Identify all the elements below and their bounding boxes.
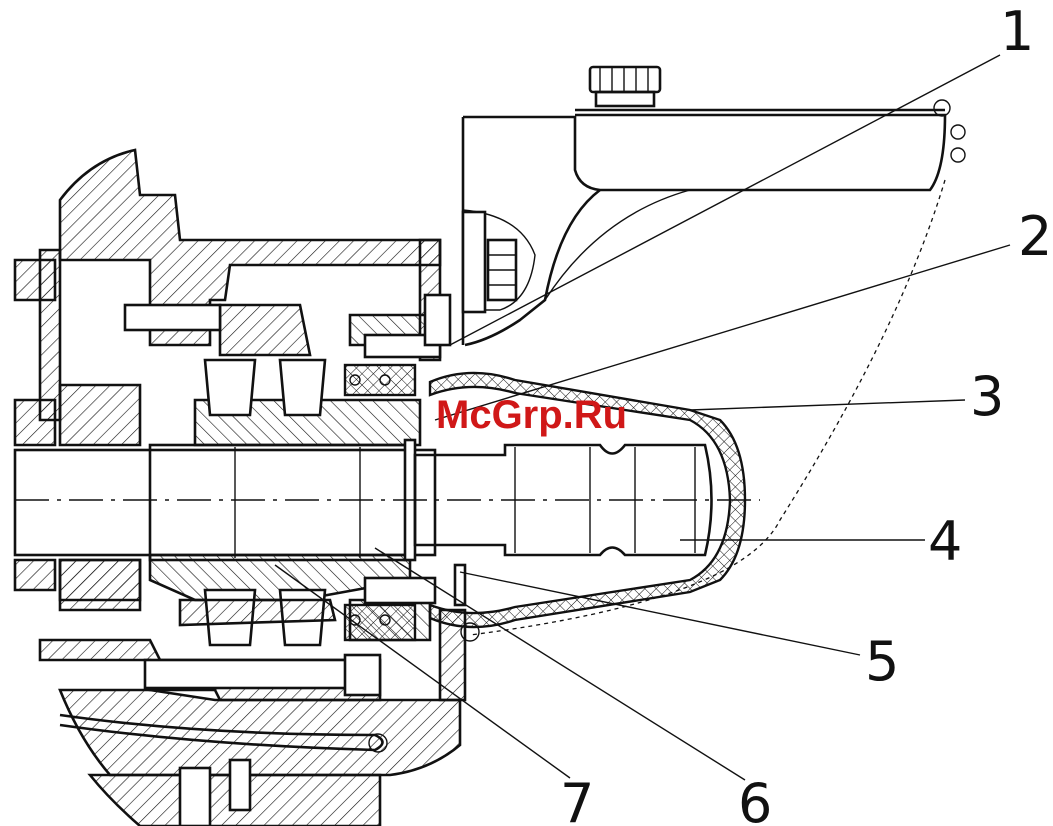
upper-guard — [463, 67, 965, 635]
bearing-hub — [60, 385, 420, 600]
callout-7: 7 — [560, 772, 594, 826]
callout-6: 6 — [738, 772, 772, 826]
callout-labels: 1 2 3 4 5 6 7 — [560, 0, 1052, 826]
callout-2: 2 — [1018, 205, 1052, 268]
callout-5: 5 — [865, 630, 899, 693]
callout-4: 4 — [928, 510, 962, 573]
housing — [15, 150, 460, 826]
callout-3: 3 — [970, 365, 1004, 428]
watermark-text: McGrp.Ru — [436, 393, 627, 437]
shaft — [15, 440, 760, 560]
callout-1: 1 — [1000, 0, 1034, 63]
